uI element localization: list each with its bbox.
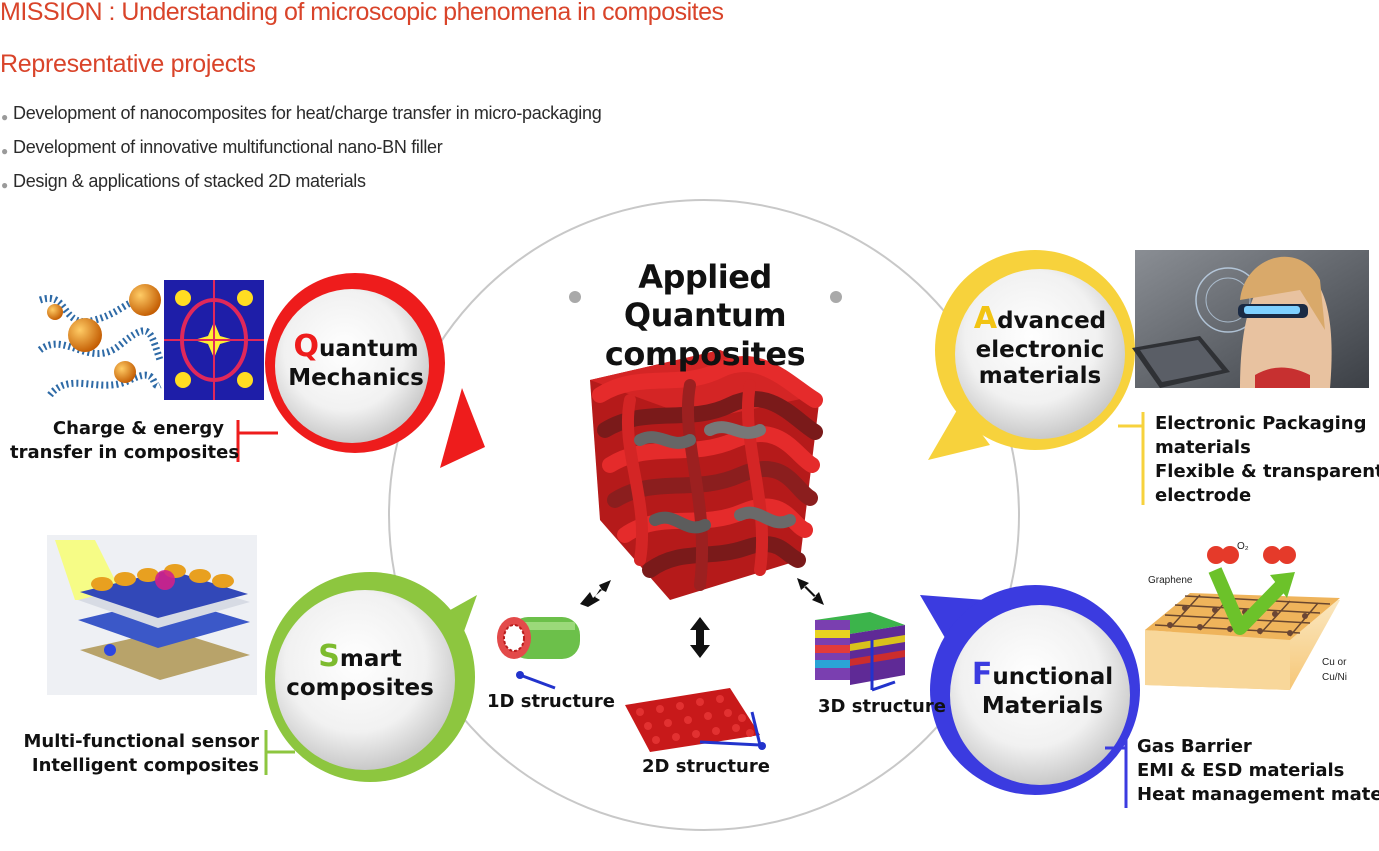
smart-initial: S [318,639,340,674]
oxygen-label: O₂ [1237,541,1249,552]
functional-note: EMI & ESD materials [1137,760,1345,781]
graphene-label: Graphene [1148,575,1193,586]
bullet-icon: ● [1,110,8,124]
representative-projects-title: Representative projects [0,50,256,78]
arrow-2d-icon [690,617,710,658]
quantum-label-rest: uantum [318,336,419,362]
smart-note: Multi-functional sensor [23,731,259,752]
functional-label-rest: unctional [992,664,1114,690]
advanced-notes: Electronic Packaging materials Flexible … [1155,412,1379,508]
advanced-note: electrode [1155,485,1252,506]
center-title: Applied Quantum composites [560,258,850,373]
quantum-note-bracket [236,420,278,462]
arrow-1d-icon [580,580,611,607]
functional-label-line2: Materials [981,692,1104,719]
smart-bubble [265,572,477,782]
functional-note-bracket [1105,736,1128,808]
advanced-note: materials [1155,437,1251,458]
advanced-label-line2: electronic [975,336,1105,363]
quantum-label-line2: Mechanics [288,364,424,391]
center-title-line1: Applied Quantum [623,258,787,335]
advanced-bubble [928,250,1135,460]
structure-1d-label: 1D structure [487,691,615,712]
smart-label-rest: mart [339,646,402,672]
substrate-label-line2: Cu/Ni [1322,672,1348,683]
charge-density-map-image [164,280,264,400]
smart-label: Smart composites [285,639,435,701]
layered-sensor-image [47,535,257,695]
mission-title: MISSION : Understanding of microscopic p… [0,0,724,26]
polymer-chain-image [36,280,164,400]
woven-composite-graphic [590,350,823,600]
smart-notes: Multi-functional sensor Intelligent comp… [20,730,259,778]
functional-notes: Gas Barrier EMI & ESD materials Heat man… [1137,735,1379,807]
quantum-notes: Charge & energy transfer in composites [10,417,240,465]
functional-note: Heat management materials [1137,784,1379,805]
functional-label: Functional Materials [965,657,1120,719]
project-item: ●Development of nanocomposites for heat/… [0,100,602,134]
quantum-label: Quantum Mechanics [280,329,432,391]
functional-note: Gas Barrier [1137,736,1252,757]
smart-note: Intelligent composites [31,755,259,776]
project-list: ●Development of nanocomposites for heat/… [0,100,602,202]
arrow-3d-icon [797,578,824,605]
bullet-icon: ● [1,144,8,158]
nanotube-1d-graphic [497,617,580,690]
quantum-bubble [265,273,485,468]
quantum-note: transfer in composites [10,442,240,463]
advanced-note: Electronic Packaging [1155,413,1367,434]
advanced-label-rest: dvanced [997,308,1107,334]
functional-bubble [920,585,1140,795]
sheet-2d-graphic [625,688,766,752]
quantum-note: Charge & energy [52,418,224,439]
advanced-note-bracket [1118,412,1145,505]
bullet-icon: ● [1,178,8,192]
smart-note-bracket [264,730,295,775]
structure-2d-label: 2D structure [642,756,770,777]
wearable-display-photo [1132,250,1369,388]
structure-3d-label: 3D structure [818,696,946,717]
ring-dot-right [830,291,842,303]
advanced-initial: A [973,301,998,336]
advanced-label-line3: materials [978,362,1102,389]
center-title-line2: composites [604,334,806,373]
connection-ring [388,199,1020,831]
stack-3d-graphic [815,612,905,692]
quantum-initial: Q [293,329,319,364]
ring-dot-left [569,291,581,303]
project-item: ●Development of innovative multifunction… [0,134,601,168]
advanced-label: Advanced electronic materials [964,301,1116,389]
graphene-barrier-image [1145,546,1340,690]
advanced-note: Flexible & transparent [1155,461,1379,482]
project-item: ●Design & applications of stacked 2D mat… [0,168,601,202]
functional-initial: F [971,657,993,692]
substrate-label-line1: Cu or [1322,657,1347,668]
smart-label-line2: composites [286,674,434,701]
